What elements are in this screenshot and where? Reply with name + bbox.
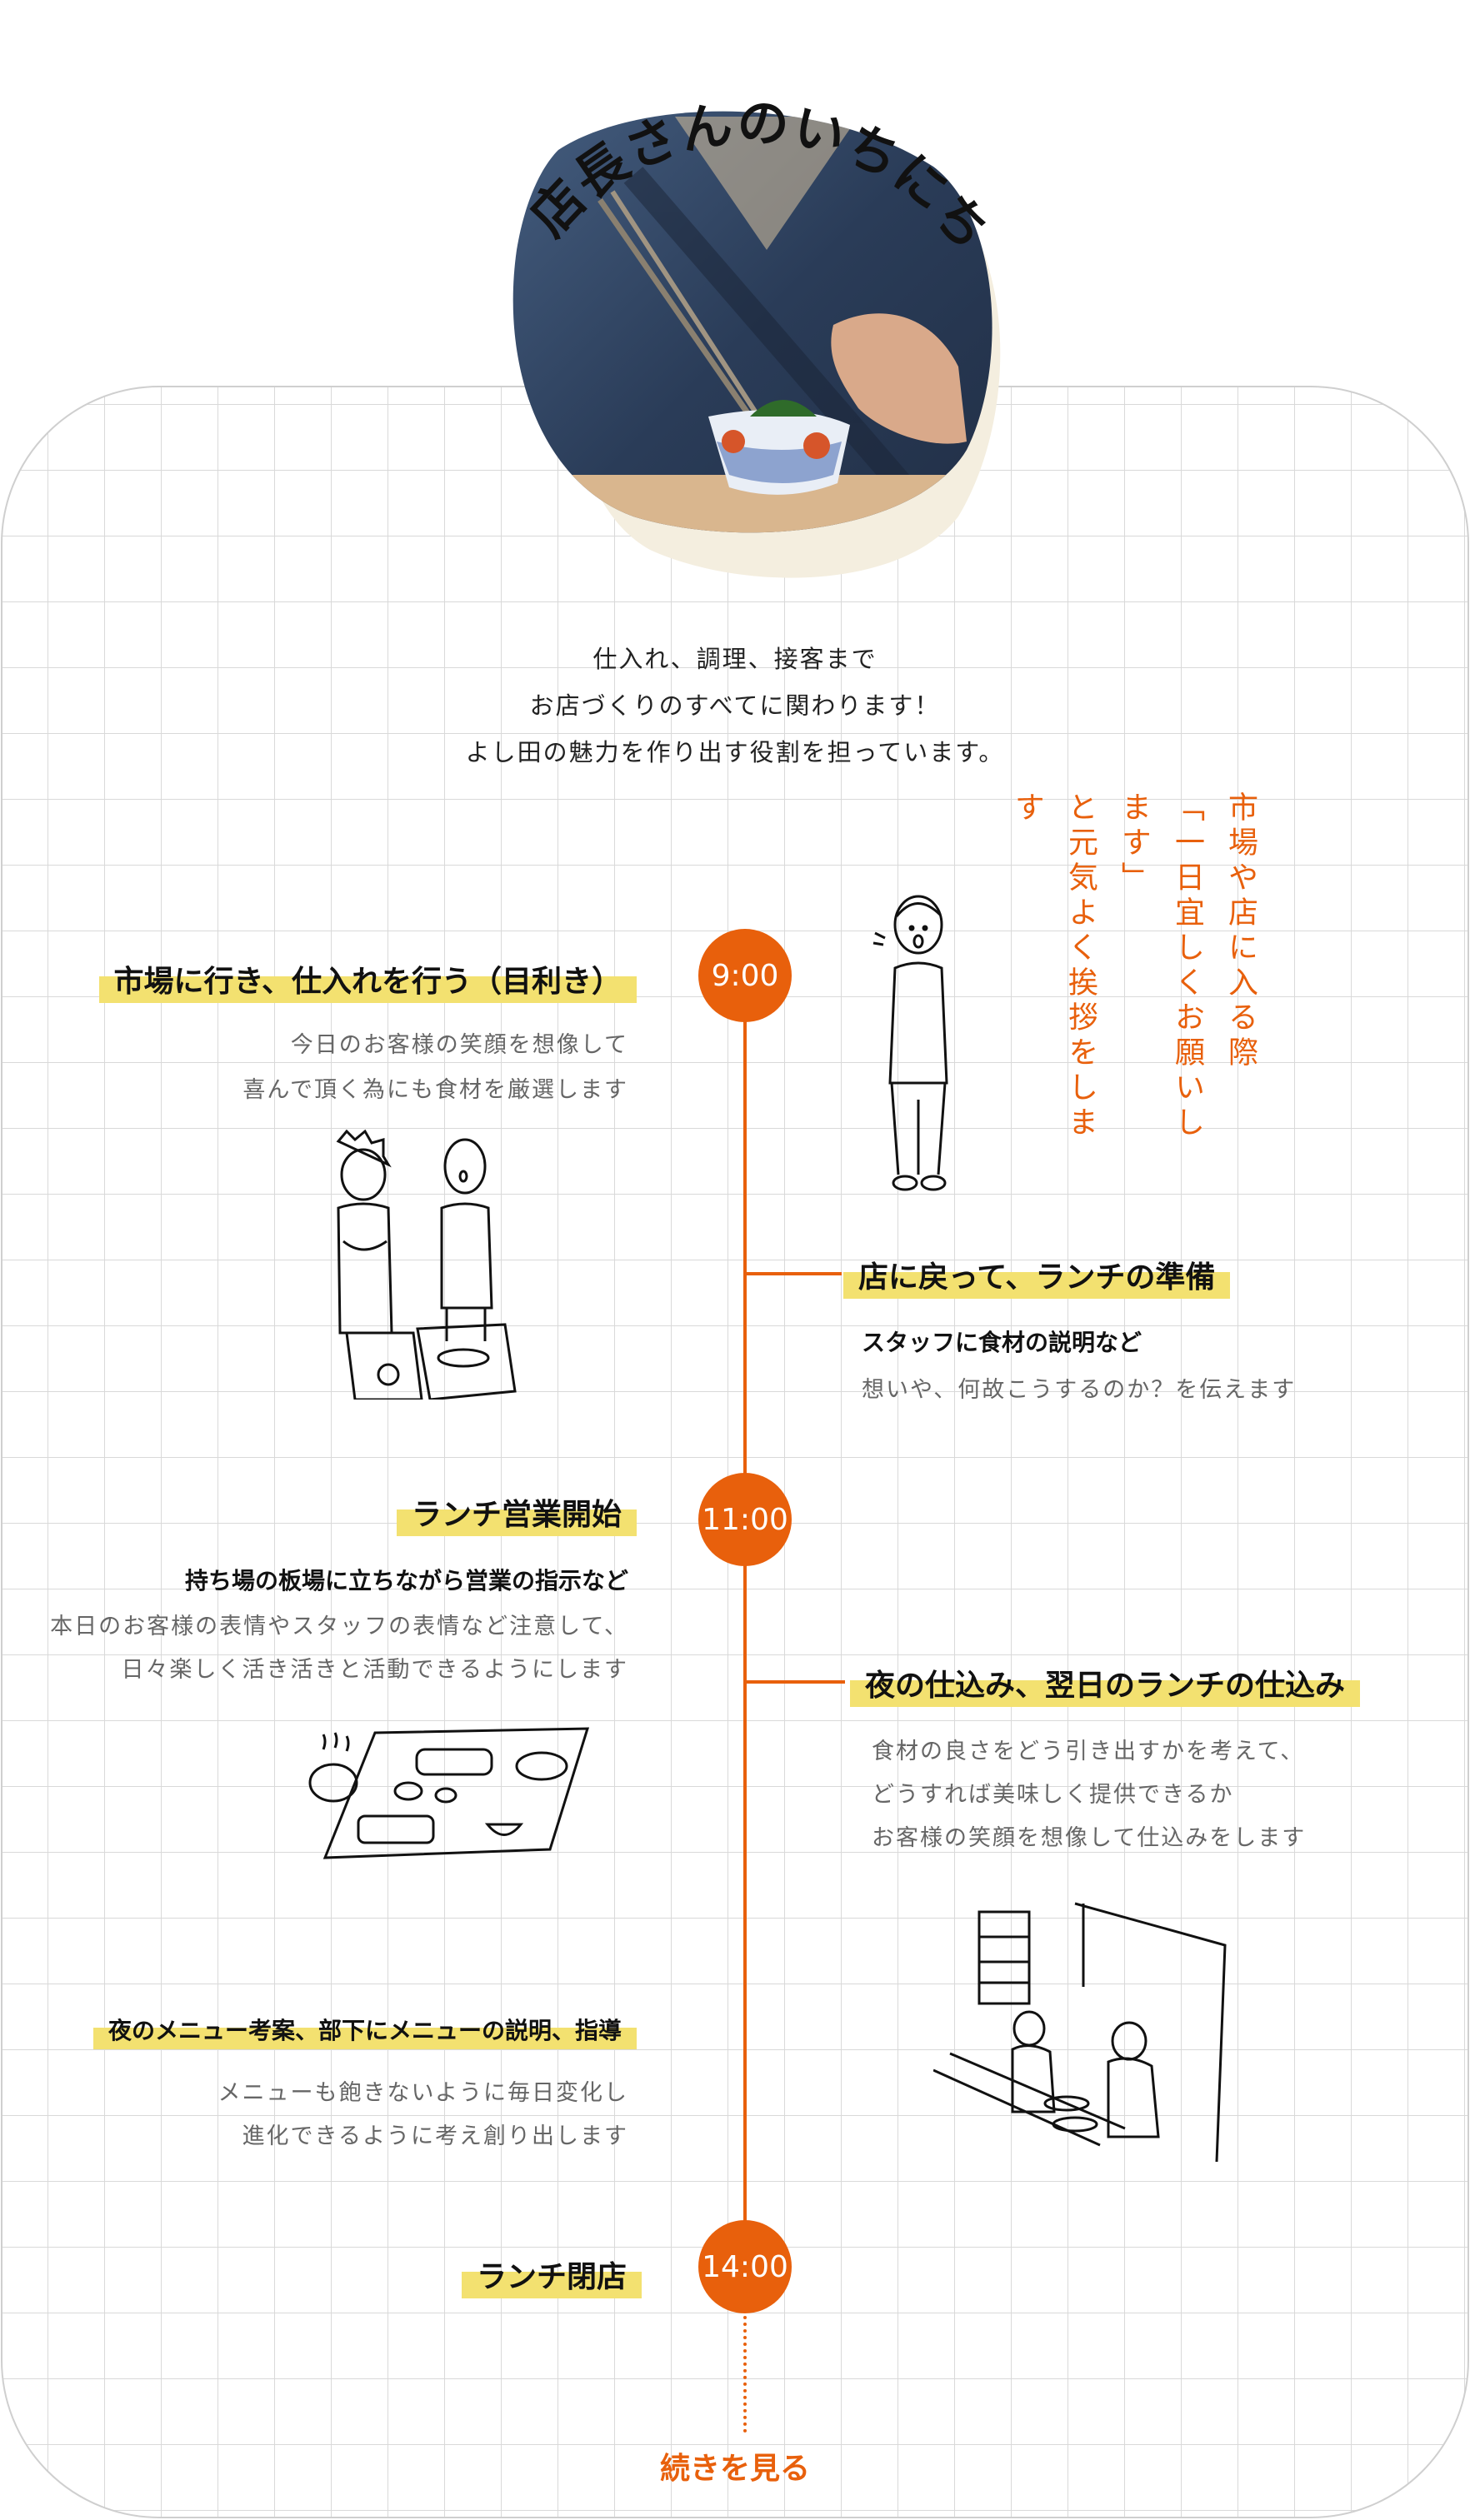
kitchen-illustration <box>933 1902 1227 2163</box>
timeline-line <box>743 976 747 2267</box>
market-text-2: 喜んで頂く為にも食材を厳選します <box>242 1077 628 1103</box>
night-text-3: お客様の笑顔を想像して仕込みをします <box>872 1825 1307 1851</box>
branch-night <box>745 1680 845 1684</box>
header-photo <box>512 111 1001 578</box>
lunch-bold: 持ち場の板場に立ちながら営業の指示など <box>184 1567 628 1594</box>
timeline-dotted <box>743 2316 747 2433</box>
time-badge-900: 9:00 <box>698 929 792 1022</box>
svg-text:店長さんのいちにち: 店長さんのいちにち <box>518 92 1002 262</box>
heading-market: 市場に行き、仕入れを行う（目利き） <box>98 954 637 1007</box>
market-text-1: 今日のお客様の笑顔を想像して <box>290 1032 628 1058</box>
heading-menu-planning: 夜のメニュー考案、部下にメニューの説明、指導 <box>92 2009 637 2053</box>
note-line-1: 市場や店に入る際 <box>1223 791 1258 1071</box>
night-text-1: 食材の良さをどう引き出すかを考えて、 <box>872 1739 1305 1764</box>
prep-text-1: 想いや、何故こうするのか？を伝えます <box>862 1377 1297 1403</box>
greeting-note: 市場や店に入る際 「一日宜しくお願いします」 と元気よく挨拶をします <box>1000 791 1267 1158</box>
prep-bold: スタッフに食材の説明など <box>862 1329 1142 1356</box>
heading-lunch-prep: 店に戻って、ランチの準備 <box>843 1250 1231 1303</box>
grid-panel <box>1 386 1469 2518</box>
lunch-text-1: 本日のお客様の表情やスタッフの表情など注意して、 <box>50 1614 628 1639</box>
page-title: 店長さんのいちにち <box>518 92 1002 262</box>
heading-lunch-open: ランチ営業開始 <box>396 1487 637 1540</box>
time-badge-1100: 11:00 <box>698 1473 792 1566</box>
menu-text-1: メニューも飽きないように毎日変化し <box>218 2080 628 2106</box>
heading-night-prep: 夜の仕込み、翌日のランチの仕込み <box>850 1658 1361 1711</box>
note-line-2: 「一日宜しくお願いします」 <box>1117 791 1204 1141</box>
menu-text-2: 進化できるように考え創り出します <box>242 2123 628 2149</box>
intro-line-2: お店づくりのすべてに関わります！ <box>529 691 941 720</box>
note-line-3: と元気よく挨拶をします <box>1010 791 1098 1141</box>
intro-line-3: よし田の魅力を作り出す役割を担っています。 <box>465 738 1005 766</box>
heading-lunch-close: ランチ閉店 <box>461 2249 642 2303</box>
dishes-illustration <box>308 1727 590 1859</box>
see-more-link[interactable]: 続きを見る <box>659 2452 810 2486</box>
branch-prep <box>745 1272 842 1275</box>
time-badge-1400: 14:00 <box>698 2220 792 2313</box>
market-illustration <box>336 1129 517 1400</box>
lunch-text-2: 日々楽しく活き活きと活動できるようにします <box>121 1657 628 1683</box>
night-text-2: どうすれば美味しく提供できるか <box>872 1782 1234 1808</box>
manager-illustration <box>872 895 948 1191</box>
intro-line-1: 仕入れ、調理、接客まで <box>592 645 878 673</box>
